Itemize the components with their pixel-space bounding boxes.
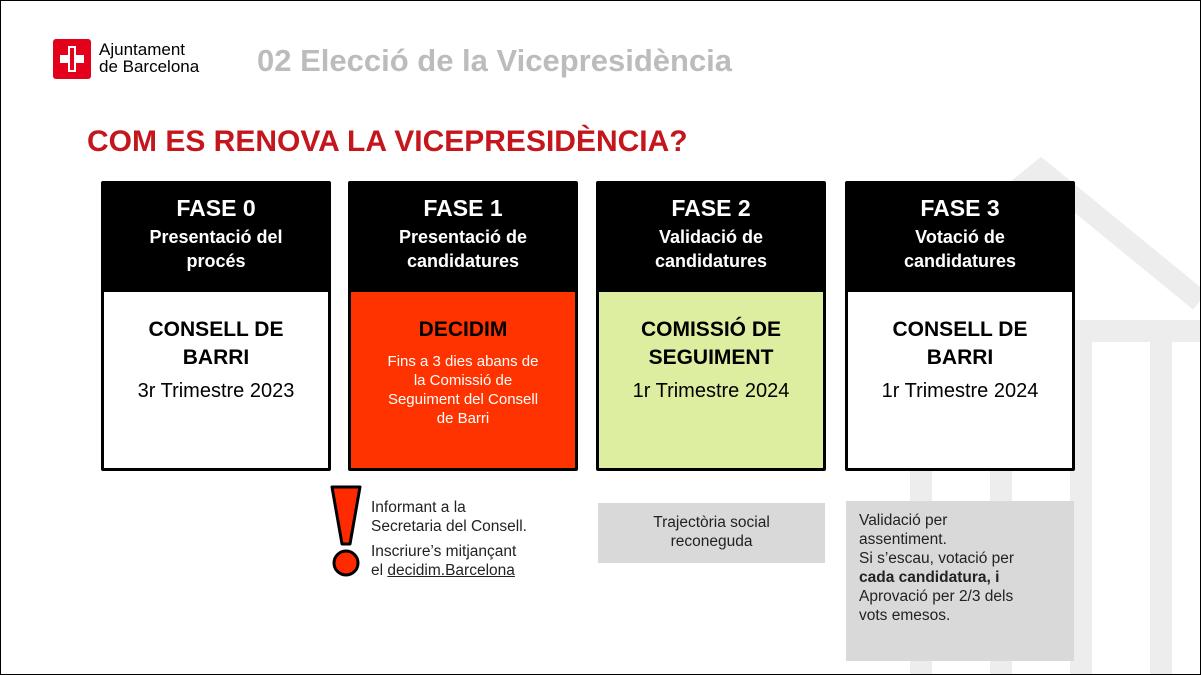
phase-subtitle-line1: Validació de [658,227,764,247]
phase2-note-line1: Trajectòria social [653,514,770,531]
phase-card-0: FASE 0 Presentació del procés CONSELL DE… [101,181,331,471]
phase-label: FASE 1 [423,195,503,221]
phase-subtitle-line2: candidatures [903,251,1017,271]
exclamation-icon [330,485,362,577]
phase-header: FASE 2 Validació de candidatures [596,181,826,291]
phase-desc-line3: Seguiment del Consell [387,391,539,408]
phase3-note-line4: cada candidatura, i [859,569,1000,586]
phase-body-title-line1: COMISSIÓ DE [640,318,782,341]
phase-body: CONSELL DE BARRI 3r Trimestre 2023 [104,292,328,468]
phase-body-title-line1: DECIDIM [418,318,508,341]
phase2-note: Trajectòria social reconeguda [598,503,825,563]
phase3-note-line2: assentiment. [859,531,947,548]
phase-desc-line2: la Comissió de [413,372,513,389]
phase-label: FASE 3 [920,195,1000,221]
phase3-note-line1: Validació per [859,512,948,529]
phase-card-2: FASE 2 Validació de candidatures COMISSI… [596,181,826,471]
phase-body-title-line2: BARRI [926,346,994,369]
section-title: 02 Elecció de la Vicepresidència [257,43,733,78]
phase1-note-line3: Inscriure’s mitjançant [371,543,517,560]
phase-date: 1r Trimestre 2024 [632,380,790,402]
phase-header: FASE 1 Presentació de candidatures [348,181,578,291]
org-name-line1: Ajuntament [99,40,185,59]
phase-subtitle-line1: Votació de [915,227,1005,247]
phase1-note-line4: el decidim.Barcelona [371,561,586,580]
phase-date: 1r Trimestre 2024 [881,380,1039,402]
phase-label: FASE 0 [176,195,256,221]
phase2-note-line2: reconeguda [670,533,753,550]
phase-header: FASE 3 Votació de candidatures [845,181,1075,291]
phase-label: FASE 2 [671,195,751,221]
phase-subtitle-line1: Presentació de [398,227,528,247]
phase-body: COMISSIÓ DE SEGUIMENT 1r Trimestre 2024 [599,292,823,468]
phase1-note: Informant a la Secretaria del Consell. I… [371,498,586,580]
phase1-note-line1: Informant a la [371,499,466,516]
phase3-note-line5: Aprovació per 2/3 dels [859,588,1014,605]
org-name: Ajuntament de Barcelona [99,41,199,75]
phase3-note-line6: vots emesos. [859,607,951,624]
phase-body-title-line2: BARRI [182,346,250,369]
phase-subtitle-line2: candidatures [406,251,520,271]
phase-desc-line1: Fins a 3 dies abans de [387,353,539,370]
phase1-note-line2: Secretaria del Consell. [371,518,527,535]
phase-subtitle-line2: candidatures [654,251,768,271]
phase1-note-prefix: el [371,562,388,579]
phase-header: FASE 0 Presentació del procés [101,181,331,291]
page-title: COM ES RENOVA LA VICEPRESIDÈNCIA? [87,125,688,158]
phase3-note-line3: Si s’escau, votació per [859,550,1015,567]
barcelona-shield-icon [53,39,91,79]
phase3-note: Validació per assentiment. Si s’escau, v… [846,501,1074,661]
phase-subtitle-line2: procés [186,251,246,271]
phase-body: CONSELL DE BARRI 1r Trimestre 2024 [848,292,1072,468]
decidim-link[interactable]: decidim.Barcelona [387,562,515,579]
phase-date: 3r Trimestre 2023 [137,380,295,402]
phase-body: DECIDIM Fins a 3 dies abans de la Comiss… [351,292,575,468]
phase-body-title-line1: CONSELL DE [148,318,284,341]
phase-card-3: FASE 3 Votació de candidatures CONSELL D… [845,181,1075,471]
org-name-line2: de Barcelona [99,57,200,76]
phase-body-title-line2: SEGUIMENT [648,346,774,369]
phase-desc-line4: de Barri [436,410,490,427]
phase-body-title-line1: CONSELL DE [892,318,1028,341]
phase-subtitle-line1: Presentació del [149,227,283,247]
phase-card-1: FASE 1 Presentació de candidatures DECID… [348,181,578,471]
